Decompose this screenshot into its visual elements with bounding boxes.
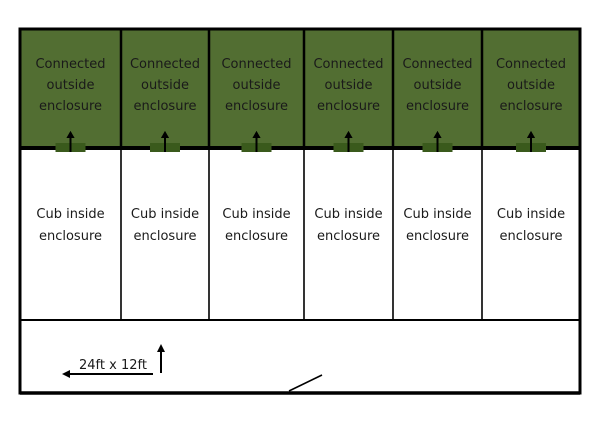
inside-enclosure-label: Cub inside: [222, 207, 290, 222]
inside-enclosure: Cub inside enclosure: [20, 147, 121, 329]
inside-enclosure-label: Cub inside: [131, 207, 199, 222]
inside-enclosure: Cub inside enclosure: [482, 147, 580, 329]
outside-enclosure-label: Connected: [496, 57, 566, 72]
outside-enclosure: Connected outside enclosure: [121, 29, 209, 152]
arrow-up-icon: [161, 131, 169, 138]
outside-enclosure-label: enclosure: [406, 99, 469, 114]
outside-enclosure-label: outside: [414, 78, 462, 93]
inside-enclosure-label: enclosure: [317, 229, 380, 244]
corridor-entry-door: [288, 374, 323, 392]
arrow-up-icon: [66, 131, 75, 138]
inside-enclosure-area: [482, 147, 580, 320]
inside-enclosure-area: [20, 147, 121, 320]
inside-enclosure: Cub inside enclosure: [304, 147, 393, 329]
inside-enclosure: Cub inside enclosure: [121, 147, 209, 329]
inside-enclosure-label: Cub inside: [314, 207, 382, 222]
inside-enclosure-label: Cub inside: [497, 207, 565, 222]
outside-enclosure-label: outside: [325, 78, 373, 93]
corridor-area: [20, 320, 580, 393]
outside-enclosure-label: outside: [47, 78, 95, 93]
outside-enclosure-row: Connected outside enclosure Connected outsid…: [20, 29, 580, 152]
inside-enclosure-label: enclosure: [499, 229, 562, 244]
outside-enclosure-label: Connected: [130, 57, 200, 72]
outside-enclosure-label: enclosure: [225, 99, 288, 114]
outside-enclosure-label: outside: [233, 78, 281, 93]
outside-enclosure-area: [121, 29, 209, 147]
outside-enclosure-area: [393, 29, 482, 147]
inside-enclosure-area: [121, 147, 209, 320]
outside-enclosure-label: enclosure: [133, 99, 196, 114]
inside-enclosure-area: [209, 147, 304, 320]
outside-enclosure-label: Connected: [221, 57, 291, 72]
outside-enclosure-label: outside: [507, 78, 555, 93]
outside-enclosure: Connected outside enclosure: [20, 29, 121, 152]
arrow-up-icon: [344, 131, 353, 138]
inside-enclosure-label: Cub inside: [403, 207, 471, 222]
outside-enclosure-label: Connected: [402, 57, 472, 72]
inside-enclosure-area: [304, 147, 393, 320]
inside-enclosure-label: Cub inside: [36, 207, 104, 222]
outside-enclosure-label: enclosure: [317, 99, 380, 114]
inside-enclosure: Cub inside enclosure: [393, 147, 482, 329]
inside-enclosure-label: enclosure: [39, 229, 102, 244]
outside-enclosure-area: [482, 29, 580, 147]
outside-enclosure-label: Connected: [35, 57, 105, 72]
outside-enclosure-label: Connected: [313, 57, 383, 72]
corridor: 24ft x 12ft: [20, 320, 580, 393]
outside-enclosure-label: enclosure: [499, 99, 562, 114]
arrow-up-head-icon: [157, 344, 165, 352]
arrow-up-icon: [433, 131, 442, 138]
arrow-left-head-icon: [62, 370, 70, 378]
outside-enclosure-area: [304, 29, 393, 147]
outside-enclosure-label: enclosure: [39, 99, 102, 114]
outside-enclosure: Connected outside enclosure: [304, 29, 393, 152]
inside-enclosure-area: [393, 147, 482, 320]
dimension-label: 24ft x 12ft: [79, 358, 147, 373]
arrow-up-icon: [252, 131, 261, 138]
walls: [18, 27, 582, 395]
inside-enclosure-label: enclosure: [406, 229, 469, 244]
inside-enclosure-label: enclosure: [225, 229, 288, 244]
arrow-up-icon: [527, 131, 535, 138]
outside-enclosure-area: [20, 29, 121, 147]
outside-enclosure-area: [209, 29, 304, 147]
outside-enclosure-label: outside: [141, 78, 189, 93]
inside-enclosure-label: enclosure: [133, 229, 196, 244]
inside-enclosure: Cub inside enclosure: [209, 147, 304, 329]
